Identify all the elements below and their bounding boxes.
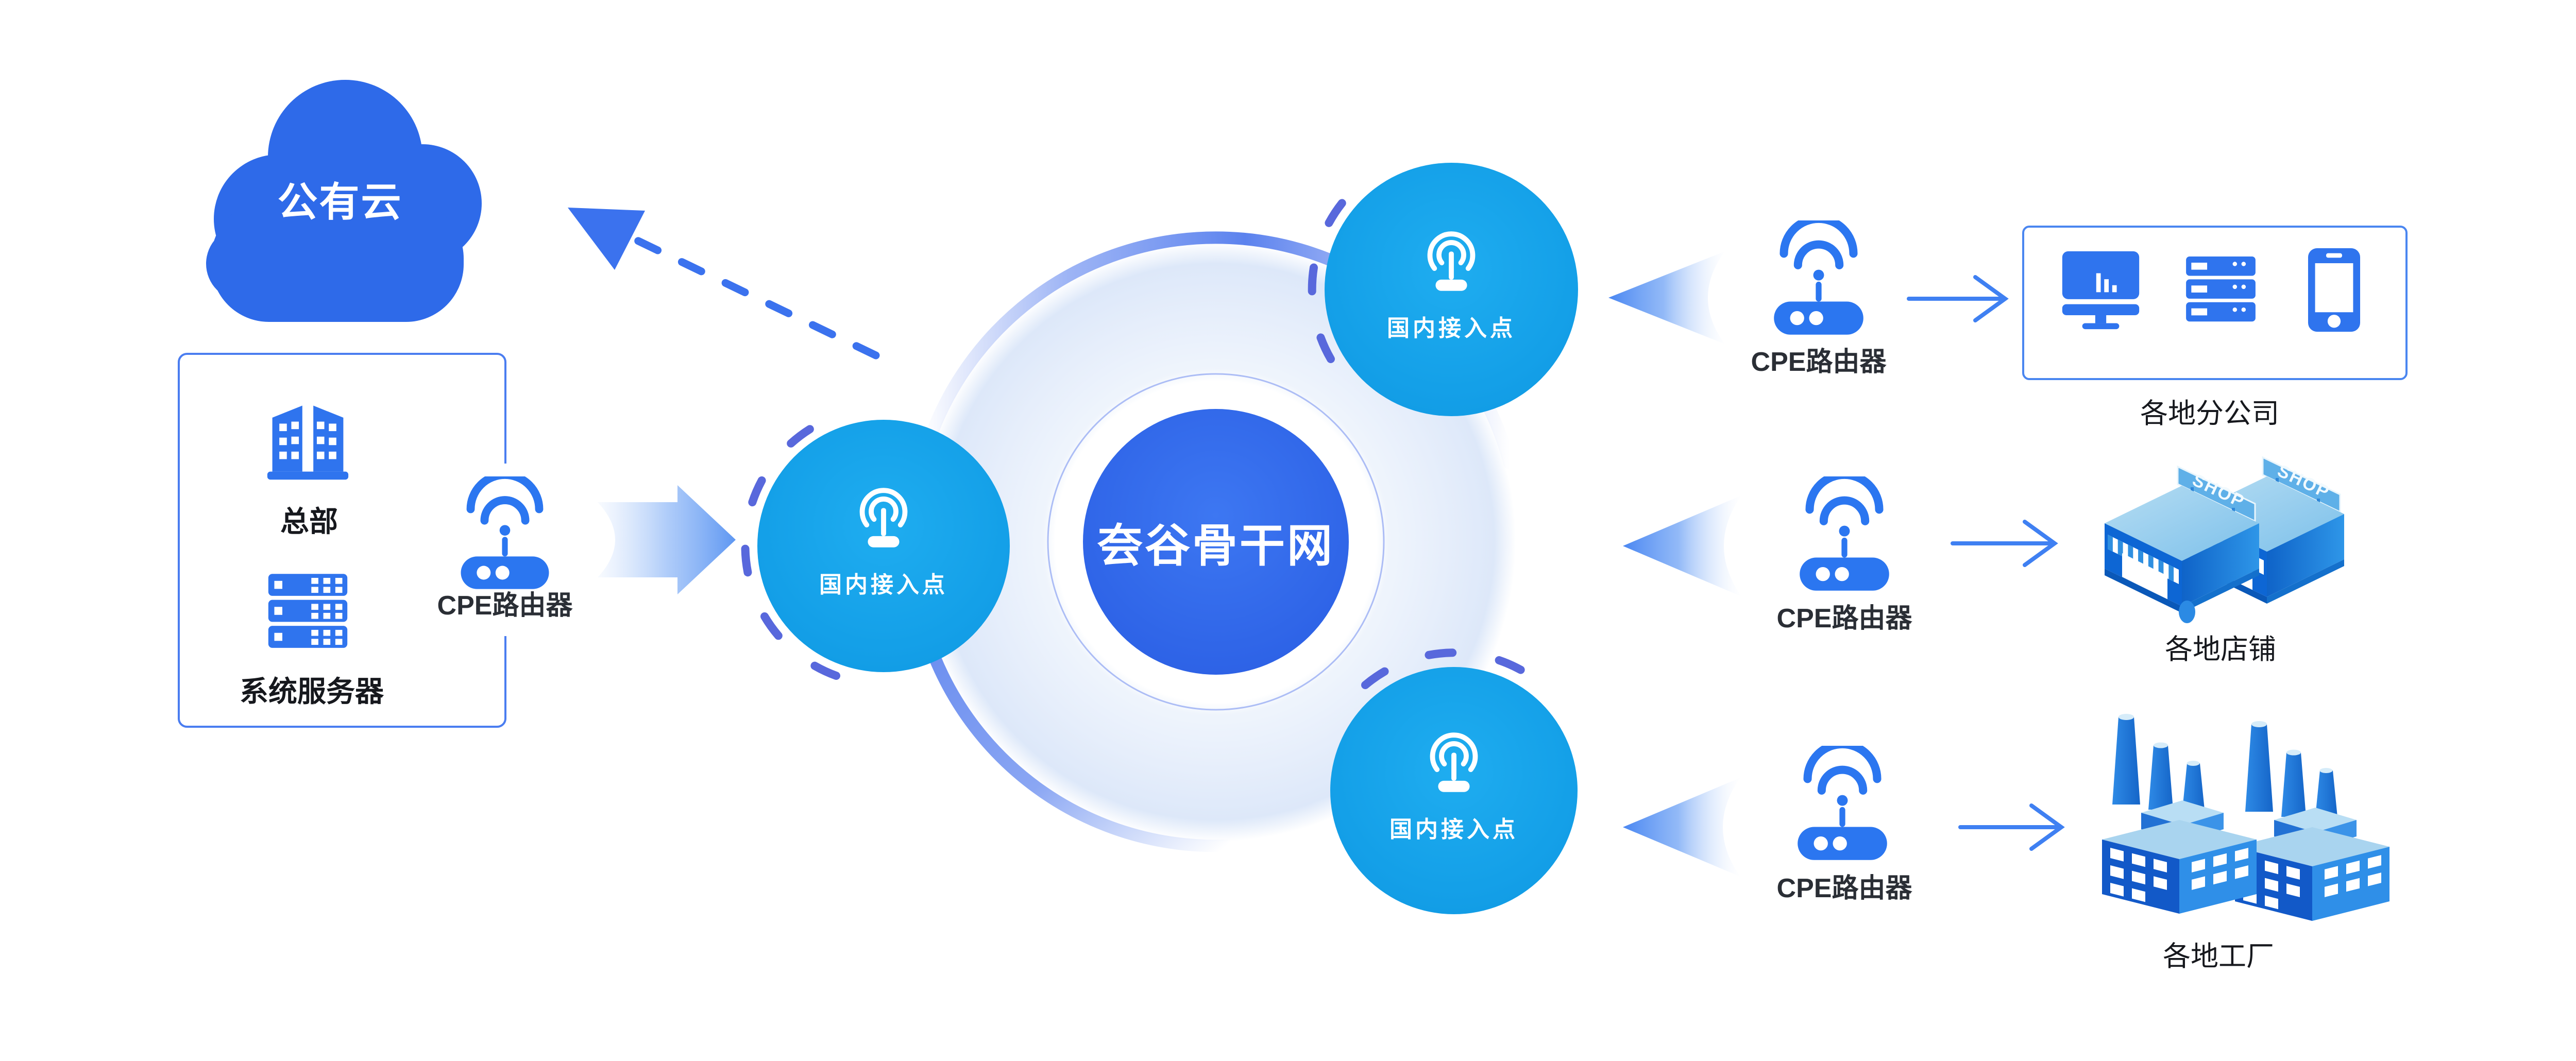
factories-dest-label: 各地工厂 [2163, 941, 2274, 972]
shop-front: SHOP [2105, 465, 2259, 623]
big-arrow-shops-to-ap [1623, 495, 1741, 596]
thin-arrow-to-factories [1958, 803, 2065, 851]
big-arrow-hq-to-ap [598, 485, 736, 594]
access-point-top: 国内接入点 [1325, 163, 1578, 416]
shops-illustration: SHOP SHOP [2105, 456, 2344, 623]
cloud-label: 公有云 [277, 179, 403, 225]
shops-cpe-router-icon [1800, 476, 1889, 591]
hq-building-label: 总部 [280, 505, 338, 538]
factory-back [2235, 721, 2389, 921]
server-stack-icon [2186, 256, 2256, 322]
hq-building-icon [267, 405, 349, 480]
access-point-bottom: 国内接入点 [1330, 667, 1578, 914]
broadcast-icon [1430, 732, 1478, 792]
shops-cpe-router-label: CPE路由器 [1776, 604, 1912, 634]
dashed-arc-left-ap [741, 408, 852, 680]
offices-cpe-router-label: CPE路由器 [1751, 347, 1887, 377]
hq-cpe-router-label: CPE路由器 [437, 591, 573, 621]
backbone-label: 夽谷骨干网 [1097, 520, 1334, 571]
thin-arrow-to-shops [1951, 520, 2058, 567]
dashed-arrow-to-cloud [568, 208, 880, 360]
hq-border-gap [484, 464, 517, 636]
access-point-left: 国内接入点 [757, 420, 1010, 672]
broadcast-icon [859, 488, 908, 547]
big-arrow-factories-to-ap [1623, 778, 1740, 877]
hq-cpe-router-icon [461, 476, 549, 589]
offices-dest-label: 各地分公司 [2140, 398, 2279, 429]
offices-cpe-router-icon [1774, 220, 1863, 335]
big-arrow-offices-to-ap [1608, 251, 1725, 344]
access-point-top-label: 国内接入点 [1387, 316, 1516, 341]
factories-cpe-router-label: CPE路由器 [1776, 874, 1912, 903]
thin-arrow-to-offices [1907, 275, 2009, 322]
hq-box [178, 353, 506, 728]
access-point-bottom-label: 国内接入点 [1389, 817, 1518, 842]
public-cloud-icon [206, 80, 482, 322]
factories-illustration [2102, 714, 2389, 921]
desktop-monitor-icon [2062, 251, 2140, 330]
dashed-arc-bottom-ap [1361, 648, 1527, 689]
hq-server-label: 系统服务器 [240, 675, 384, 708]
shops-dest-label: 各地店铺 [2165, 634, 2276, 665]
factories-cpe-router-icon [1798, 746, 1887, 860]
dashed-arc-top-ap [1308, 179, 1366, 363]
backbone-core-circle: 夽谷骨干网 [1083, 409, 1349, 675]
mobile-phone-icon [2308, 248, 2361, 332]
factory-front [2102, 714, 2257, 914]
hq-server-icon [268, 574, 348, 648]
ring-inner-outline [1047, 373, 1385, 711]
access-point-left-label: 国内接入点 [819, 572, 948, 597]
broadcast-icon [1427, 231, 1476, 291]
